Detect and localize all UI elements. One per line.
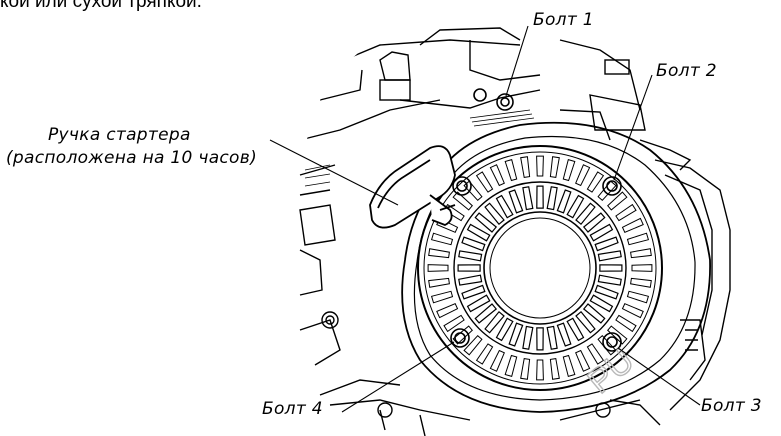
disk-rim-slot [452,325,473,345]
disk-slot [522,325,534,350]
leader-bolt1 [505,25,529,97]
label-starter-handle-line1: Ручка стартера [48,125,191,145]
disk-slot [495,194,514,219]
disk-rim-slot [575,349,591,372]
leader-starter-handle [269,139,399,206]
disk-rim-slot [504,158,518,182]
label-bolt2: Болт 2 [656,61,717,81]
disk-slot [522,186,534,211]
leader-bolt2 [613,74,653,181]
disk-slot [599,264,623,272]
starter-disk [417,145,663,391]
leader-bolt4 [341,341,455,413]
disk-slot [536,185,544,209]
hatching [304,109,535,187]
disk-rim-slot [630,277,652,288]
label-starter-handle-line2: (расположена на 10 часов) [6,148,258,168]
disk-slot [566,194,585,219]
starter-housing [401,121,711,413]
disk-rim-slot [626,290,650,304]
disk-slot [461,284,486,300]
disk-slot [597,274,622,286]
disk-slot [466,223,491,242]
label-bolt1: Болт 1 [533,10,594,30]
disk-rim-slot [504,354,518,378]
disk-rim-slot [575,164,591,187]
disk-slot [458,250,483,262]
disk-slot [589,223,614,242]
disk-slot [458,274,483,286]
disk-rim-slot [631,264,653,272]
disk-rim-slot [607,191,628,211]
disk-slot [474,303,498,324]
disk-rim-slot [586,171,605,193]
disk-slot [536,327,544,351]
disk-slot [457,264,481,272]
engine-drawing-area: PU [290,22,748,436]
disk-slot [575,202,596,226]
bolt-heads [450,88,622,352]
disk-rim-slot [562,354,576,378]
disk-rim-slot [489,349,505,372]
disk-slot [484,310,505,334]
disk-slot [594,284,619,300]
disk-rim-slot [549,156,560,178]
disk-rim-slot [452,191,473,211]
disk-rim-slot [597,335,617,356]
disk-rim-slot [430,290,454,304]
disk-slot [495,317,514,342]
disk-slot [474,212,498,233]
disk-slot [589,294,614,313]
disk-rim-slot [621,303,644,319]
disk-slot [597,250,622,262]
label-bolt3: Болт 3 [701,396,762,416]
disk-rim-slot [536,155,544,177]
disk-slot [466,294,491,313]
disk-slot [566,317,585,342]
disk-rim-slot [443,314,465,333]
disk-rim-slot [615,314,637,333]
disk-rim-slot [586,343,605,365]
disk-rim-slot [549,358,560,380]
instruction-text-fragment: кой или сухой тряпкой. [0,0,202,12]
disk-rim-slot [463,335,483,356]
disk-slot [484,202,505,226]
disk-slot [556,189,572,214]
disk-rim-slot [427,264,449,272]
disk-rim-slot [520,156,531,178]
disk-rim-slot [621,217,644,233]
disk-slot [508,189,524,214]
disk-slot [575,310,596,334]
disk-rim-slot [430,232,454,246]
disk-slot [582,212,606,233]
label-bolt4: Болт 4 [262,399,323,419]
disk-rim-slot [428,248,450,259]
disk-rim-slot [630,248,652,259]
disk-slot [508,322,524,347]
disk-rim-slot [475,171,494,193]
disk-slot [546,325,558,350]
disk-rim-slot [428,277,450,288]
disk-slot [546,186,558,211]
leader-bolt3 [617,347,701,406]
disk-slot [582,303,606,324]
disk-slot [461,236,486,252]
disk-slot [556,322,572,347]
disk-rim-slot [475,343,494,365]
disk-rim-slot [607,325,628,345]
disk-rim-slot [615,203,637,222]
disk-slot [594,236,619,252]
leader-lines [269,25,701,413]
disk-rim-slot [562,158,576,182]
disk-rim-slot [489,164,505,187]
starter-handle [369,145,456,229]
disk-rim-slot [536,359,544,381]
disk-rim-slot [520,358,531,380]
disk-rim-slot [626,232,650,246]
disk-rim-slot [436,303,459,319]
